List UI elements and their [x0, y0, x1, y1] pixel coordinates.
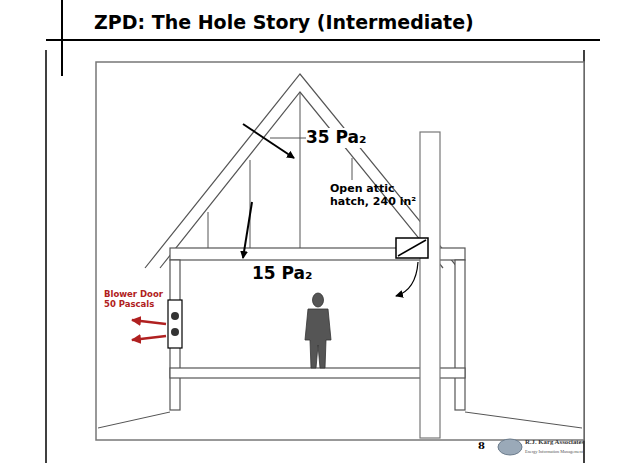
slide-title: ZPD: The Hole Story (Intermediate)	[94, 12, 474, 34]
pressure-label: 35 Pa₂	[306, 128, 367, 148]
logo-text: R.J. Karg Associates	[525, 438, 584, 446]
slide-number: 8	[478, 440, 485, 452]
logo-tagline: Energy Information Management	[525, 449, 583, 454]
pressure-label: 15 Pa₂	[252, 264, 313, 284]
hatch-note: Open attic hatch, 240 in²	[330, 183, 422, 208]
blower-door-label: Blower Door 50 Pascals	[104, 290, 166, 310]
